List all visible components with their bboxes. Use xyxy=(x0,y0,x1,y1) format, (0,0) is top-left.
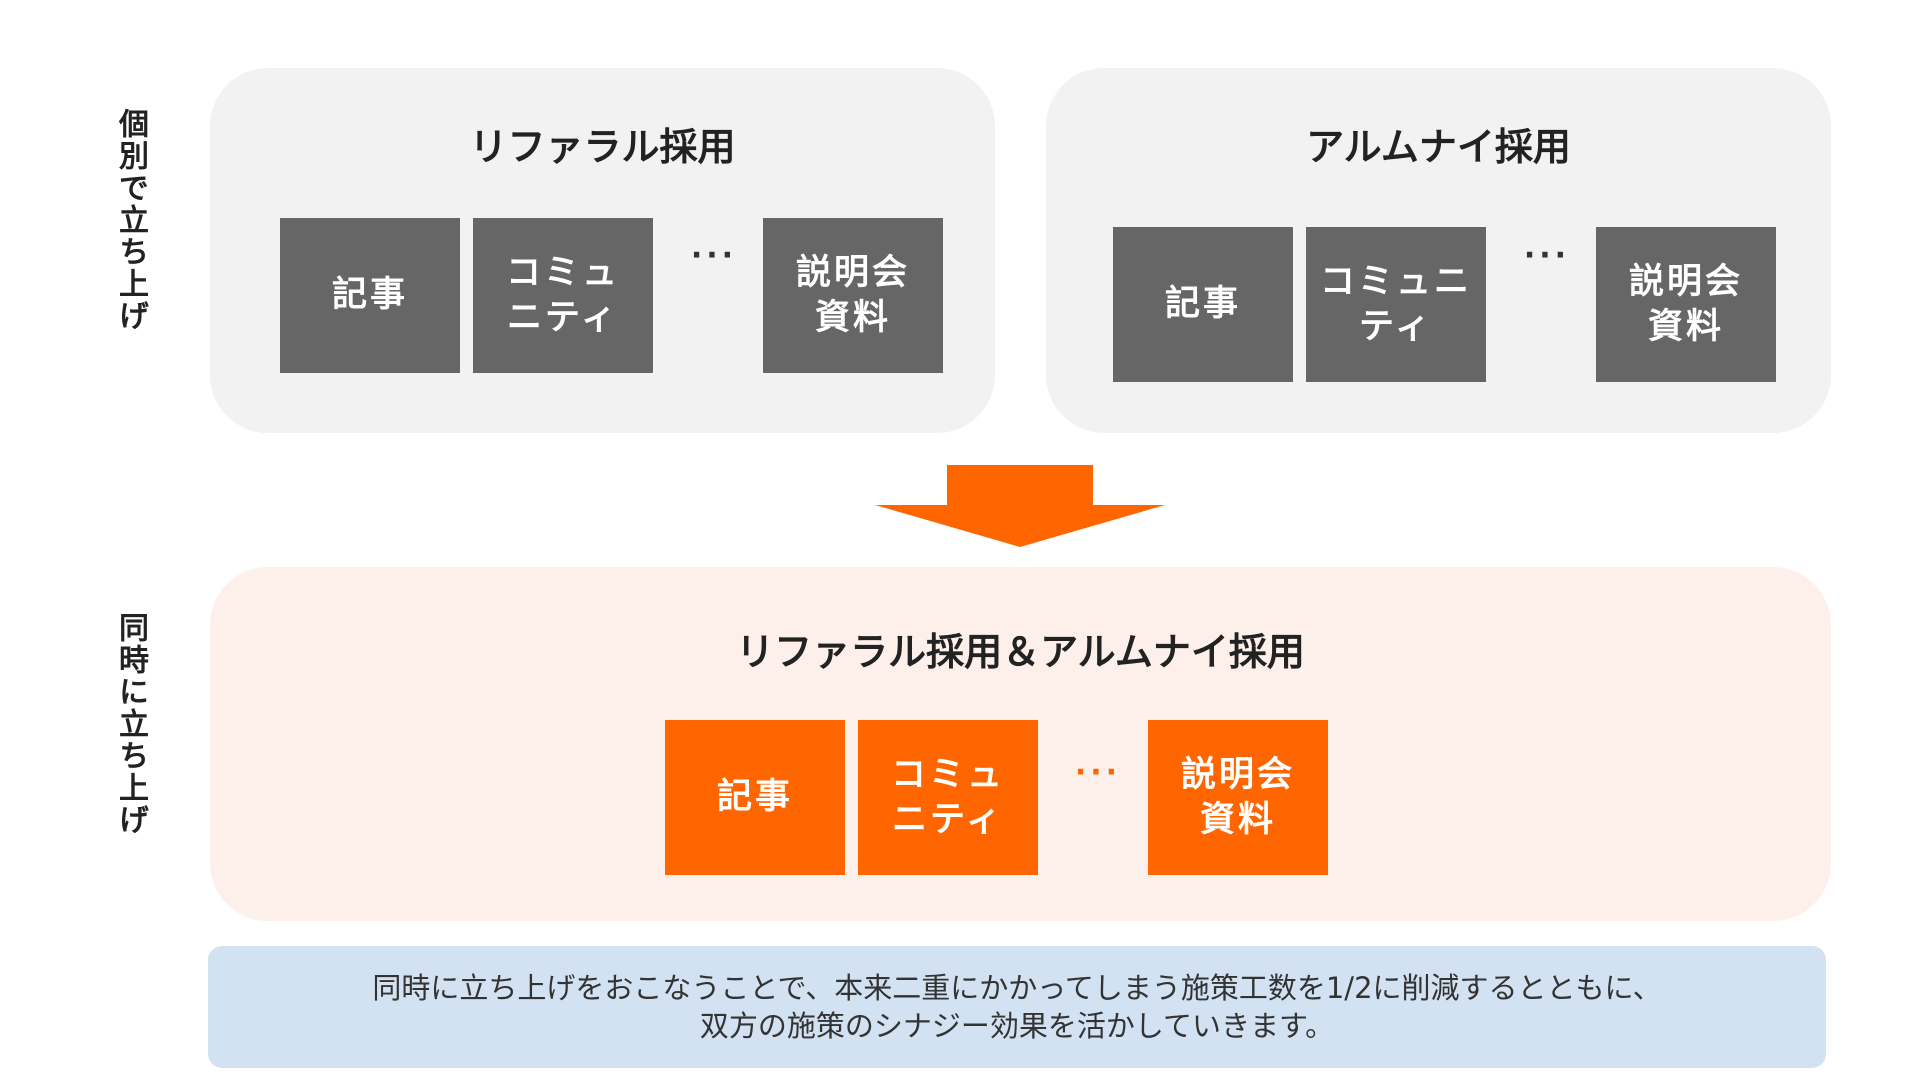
alumni-title: アルムナイ採用 xyxy=(1306,125,1571,169)
summary-note: 同時に立ち上げをおこなうことで、本来二重にかかってしまう施策工数を1/2に削減す… xyxy=(208,946,1826,1068)
referral-title: リファラル採用 xyxy=(469,125,736,169)
referral-panel: リファラル採用 記事 コミュ ニティ ··· 説明会 資料 xyxy=(210,68,995,433)
alumni-box-community: コミュニ ティ xyxy=(1306,227,1486,382)
down-arrow-icon xyxy=(875,465,1165,547)
referral-box-community: コミュ ニティ xyxy=(473,218,653,373)
combined-ellipsis: ··· xyxy=(1074,755,1122,790)
side-label-individual: 個別で立ち上げ xyxy=(113,108,148,332)
combined-box-briefing-material: 説明会 資料 xyxy=(1148,720,1328,875)
side-label-simultaneous: 同時に立ち上げ xyxy=(113,612,148,836)
combined-box-community: コミュ ニティ xyxy=(858,720,1038,875)
combined-box-article: 記事 xyxy=(665,720,845,875)
alumni-box-briefing-material: 説明会 資料 xyxy=(1596,227,1776,382)
referral-box-article: 記事 xyxy=(280,218,460,373)
combined-title: リファラル採用＆アルムナイ採用 xyxy=(736,630,1305,674)
alumni-box-article: 記事 xyxy=(1113,227,1293,382)
alumni-panel: アルムナイ採用 記事 コミュニ ティ ··· 説明会 資料 xyxy=(1046,68,1831,433)
referral-box-briefing-material: 説明会 資料 xyxy=(763,218,943,373)
combined-panel: リファラル採用＆アルムナイ採用 記事 コミュ ニティ ··· 説明会 資料 xyxy=(210,567,1831,921)
alumni-ellipsis: ··· xyxy=(1523,238,1571,273)
referral-ellipsis: ··· xyxy=(690,238,738,273)
